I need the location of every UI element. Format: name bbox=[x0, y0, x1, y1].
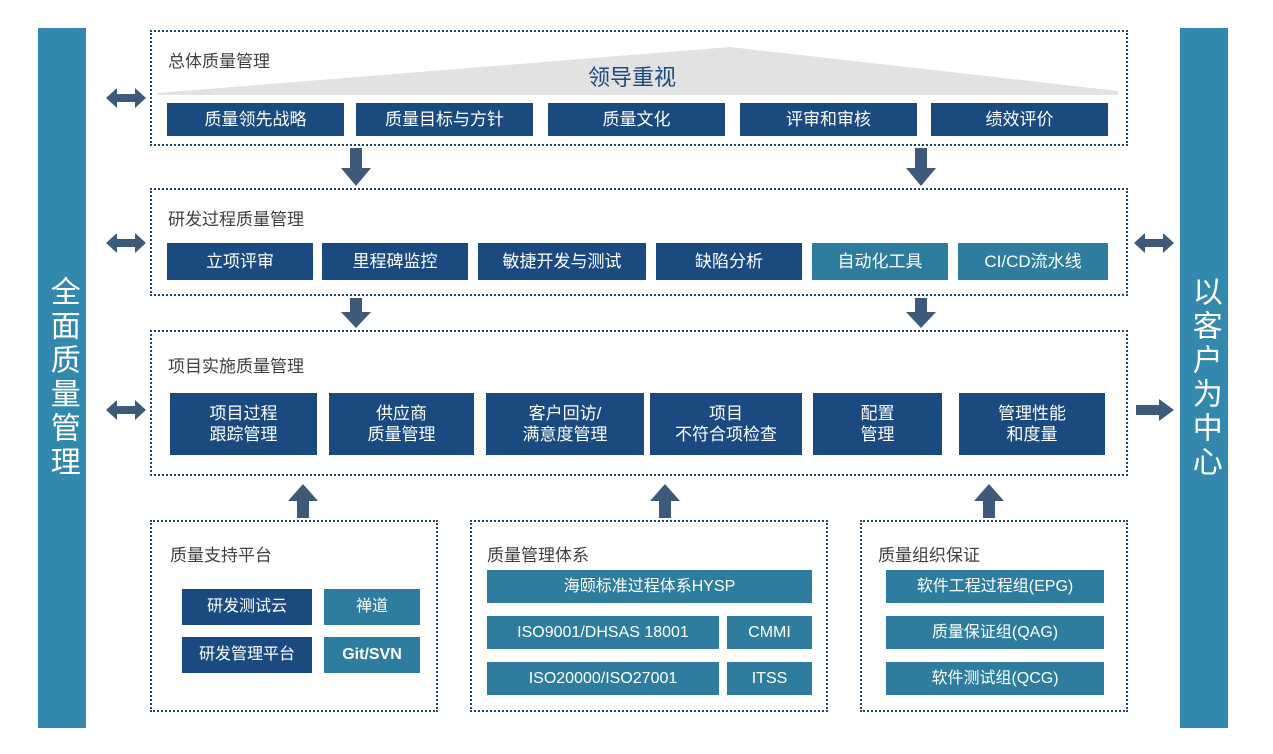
chip-project-process-tracking[interactable]: 项目过程 跟踪管理 bbox=[170, 393, 317, 455]
chip-qcg-group[interactable]: 软件测试组(QCG) bbox=[886, 662, 1104, 695]
right-arrow-project-icon bbox=[1136, 399, 1174, 421]
chip-hysp-standard-process[interactable]: 海颐标准过程体系HYSP bbox=[487, 570, 812, 603]
panel-title-management-system: 质量管理体系 bbox=[487, 546, 589, 565]
up-arrow-support-to-project-icon bbox=[288, 484, 318, 518]
chip-automation-tools[interactable]: 自动化工具 bbox=[812, 243, 948, 280]
chip-quality-leading-strategy[interactable]: 质量领先战略 bbox=[167, 103, 344, 136]
sidebar-right-label: 以客户为中心 bbox=[1187, 276, 1221, 480]
chip-milestone-monitoring[interactable]: 里程碑监控 bbox=[322, 243, 468, 280]
chip-review-and-audit[interactable]: 评审和审核 bbox=[740, 103, 917, 136]
sidebar-right-customer-centric: 以客户为中心 bbox=[1180, 28, 1228, 728]
panel-title-overall: 总体质量管理 bbox=[168, 52, 270, 71]
left-double-arrow-overall-icon bbox=[106, 88, 146, 108]
right-double-arrow-rd-icon bbox=[1134, 233, 1174, 253]
chip-defect-analysis[interactable]: 缺陷分析 bbox=[656, 243, 802, 280]
chip-rd-test-cloud[interactable]: 研发测试云 bbox=[182, 589, 312, 625]
panel-title-org-assurance: 质量组织保证 bbox=[878, 546, 980, 565]
left-double-arrow-rd-icon bbox=[106, 233, 146, 253]
panel-title-support-platform: 质量支持平台 bbox=[170, 546, 272, 565]
chip-itss[interactable]: ITSS bbox=[727, 662, 812, 695]
chip-qag-group[interactable]: 质量保证组(QAG) bbox=[886, 616, 1104, 649]
chip-configuration-management[interactable]: 配置 管理 bbox=[813, 393, 942, 455]
chip-performance-evaluation[interactable]: 绩效评价 bbox=[931, 103, 1108, 136]
left-double-arrow-project-icon bbox=[106, 400, 146, 420]
leadership-label: 领导重视 bbox=[588, 65, 677, 90]
chip-cmmi[interactable]: CMMI bbox=[727, 616, 812, 649]
chip-zentao[interactable]: 禅道 bbox=[324, 589, 420, 625]
chip-customer-revisit-satisfaction[interactable]: 客户回访/ 满意度管理 bbox=[486, 393, 644, 455]
down-arrow-overall-to-rd-right-icon bbox=[906, 148, 936, 186]
chip-agile-dev-and-test[interactable]: 敏捷开发与测试 bbox=[478, 243, 646, 280]
sidebar-left-label: 全面质量管理 bbox=[45, 276, 79, 480]
chip-git-svn[interactable]: Git/SVN bbox=[324, 637, 420, 673]
sidebar-left-total-quality-management: 全面质量管理 bbox=[38, 28, 86, 728]
chip-rd-management-platform[interactable]: 研发管理平台 bbox=[182, 637, 312, 673]
leadership-triangle-shape bbox=[158, 47, 1118, 95]
panel-title-project-impl: 项目实施质量管理 bbox=[168, 357, 304, 376]
up-arrow-system-to-project-icon bbox=[650, 484, 680, 518]
panel-title-rd-process: 研发过程质量管理 bbox=[168, 210, 304, 229]
chip-iso9001-dhsas18001[interactable]: ISO9001/DHSAS 18001 bbox=[487, 616, 719, 649]
down-arrow-rd-to-project-left-icon bbox=[341, 298, 371, 328]
chip-epg-group[interactable]: 软件工程过程组(EPG) bbox=[886, 570, 1104, 603]
up-arrow-org-to-project-icon bbox=[974, 484, 1004, 518]
chip-management-performance-metrics[interactable]: 管理性能 和度量 bbox=[959, 393, 1105, 455]
chip-ci-cd-pipeline[interactable]: CI/CD流水线 bbox=[958, 243, 1108, 280]
down-arrow-rd-to-project-right-icon bbox=[906, 298, 936, 328]
down-arrow-overall-to-rd-left-icon bbox=[341, 148, 371, 186]
chip-quality-goals-policy[interactable]: 质量目标与方针 bbox=[356, 103, 533, 136]
chip-quality-culture[interactable]: 质量文化 bbox=[548, 103, 725, 136]
chip-project-initiation-review[interactable]: 立项评审 bbox=[167, 243, 313, 280]
chip-supplier-quality-management[interactable]: 供应商 质量管理 bbox=[329, 393, 474, 455]
chip-iso20000-iso27001[interactable]: ISO20000/ISO27001 bbox=[487, 662, 719, 695]
chip-project-nonconformity-check[interactable]: 项目 不符合项检查 bbox=[650, 393, 802, 455]
